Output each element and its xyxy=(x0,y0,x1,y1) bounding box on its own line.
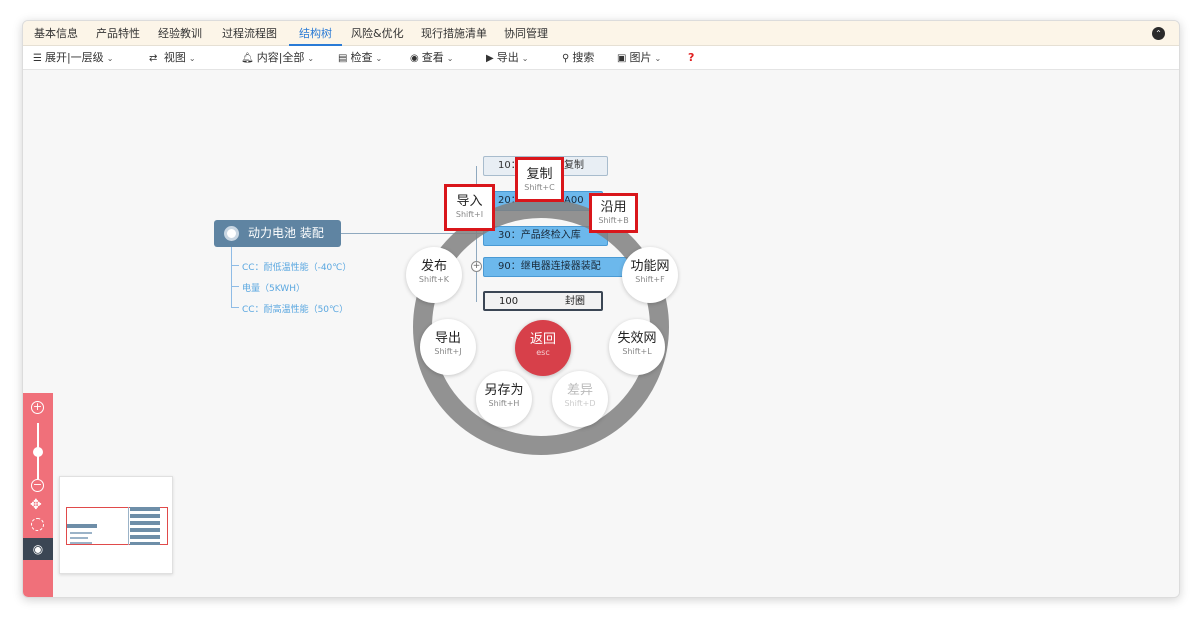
swap-icon: ⇄ xyxy=(149,53,158,64)
tab-bar: 基本信息 产品特性 经验教训 过程流程图 结构树 风险&优化 现行措施清单 协同… xyxy=(23,21,1179,46)
zoom-bar: + − ✥ ◉ xyxy=(23,393,53,597)
move-icon[interactable]: ✥ xyxy=(30,497,42,513)
fit-view-icon[interactable] xyxy=(31,518,44,531)
image-dropdown[interactable]: ▣图片⌄ xyxy=(617,51,662,64)
diff-button: 差异 Shift+D xyxy=(552,371,608,427)
look-dropdown[interactable]: ◉查看⌄ xyxy=(410,51,454,64)
chevron-down-icon: ⌄ xyxy=(654,54,662,63)
zoom-slider-handle[interactable] xyxy=(33,447,43,457)
back-button[interactable]: 返回 esc xyxy=(515,320,571,376)
minimap-viewport[interactable] xyxy=(66,507,168,545)
minimap-node xyxy=(70,537,88,539)
minimap-node xyxy=(130,521,160,525)
tab-basic-info[interactable]: 基本信息 xyxy=(34,27,78,40)
chevron-down-icon: ⌄ xyxy=(446,54,454,63)
reuse-button[interactable]: 沿用 Shift+B xyxy=(589,193,638,233)
minimap-connector xyxy=(128,507,129,545)
tab-risk-optimization[interactable]: 风险&优化 xyxy=(351,27,404,40)
expand-dropdown[interactable]: ☰展开|一层级⌄ xyxy=(33,51,114,64)
minimap-node xyxy=(130,535,160,539)
toolbar: ☰展开|一层级⌄ ⇄ 视图⌄ 🔔︎内容|全部⌄ ▤检查⌄ ◉查看⌄ ▶导出⌄ ⚲… xyxy=(23,46,1179,70)
search-button[interactable]: ⚲搜索 xyxy=(562,51,595,64)
tab-structure-tree[interactable]: 结构树 xyxy=(289,21,342,46)
export-button[interactable]: 导出 Shift+J xyxy=(420,319,476,375)
bell-icon: 🔔︎ xyxy=(241,53,254,64)
chevron-down-icon: ⌄ xyxy=(188,54,196,63)
help-button[interactable]: ? xyxy=(688,51,695,64)
app-window: 基本信息 产品特性 经验教训 过程流程图 结构树 风险&优化 现行措施清单 协同… xyxy=(22,20,1180,598)
save-as-button[interactable]: 另存为 Shift+H xyxy=(476,371,532,427)
connector-line xyxy=(231,286,239,287)
root-node-label: 动力电池 装配 xyxy=(248,226,324,240)
publish-button[interactable]: 发布 Shift+K xyxy=(406,247,462,303)
export-dropdown[interactable]: ▶导出⌄ xyxy=(486,51,529,64)
connector-line xyxy=(341,233,483,234)
minimap-node xyxy=(70,542,92,544)
clipboard-icon: ▤ xyxy=(338,53,348,64)
minimap-node xyxy=(67,524,97,528)
mindmap-canvas[interactable]: 动力电池 装配 CC：耐低温性能（-40℃） 电量（5KWH） CC：耐高温性能… xyxy=(23,70,1179,597)
minimap-node xyxy=(130,528,160,532)
image-icon: ▣ xyxy=(617,53,627,64)
search-icon: ⚲ xyxy=(562,53,570,64)
file-export-icon: ▶ xyxy=(486,53,494,64)
minimap-node xyxy=(70,532,92,534)
view-dropdown[interactable]: ⇄ 视图⌄ xyxy=(149,51,196,64)
list-icon: ☰ xyxy=(33,53,42,64)
check-dropdown[interactable]: ▤检查⌄ xyxy=(338,51,383,64)
tab-current-measures[interactable]: 现行措施清单 xyxy=(421,27,487,40)
connector-line xyxy=(231,265,239,266)
eye-icon[interactable]: ◉ xyxy=(23,538,53,560)
attribute-item[interactable]: CC：耐低温性能（-40℃） xyxy=(242,263,352,273)
failure-net-button[interactable]: 失效网 Shift+L xyxy=(609,319,665,375)
node-circle-icon xyxy=(224,226,239,241)
connector-line xyxy=(231,247,232,308)
zoom-out-icon[interactable]: − xyxy=(31,478,44,492)
function-net-button[interactable]: 功能网 Shift+F xyxy=(622,247,678,303)
copy-button[interactable]: 复制 Shift+C xyxy=(515,157,564,202)
connector-line xyxy=(231,307,239,308)
minimap-node xyxy=(130,507,160,511)
zoom-in-icon[interactable]: + xyxy=(31,400,44,414)
content-dropdown[interactable]: 🔔︎内容|全部⌄ xyxy=(241,51,315,64)
eye-icon: ◉ xyxy=(410,53,419,64)
root-node[interactable]: 动力电池 装配 xyxy=(214,220,341,247)
chevron-down-icon: ⌄ xyxy=(106,54,114,63)
chevron-down-icon: ⌄ xyxy=(307,54,315,63)
tab-process-flow[interactable]: 过程流程图 xyxy=(222,27,277,40)
tab-product-features[interactable]: 产品特性 xyxy=(96,27,140,40)
tab-collaboration[interactable]: 协同管理 xyxy=(504,27,548,40)
minimap-node xyxy=(130,542,160,545)
minimap-node xyxy=(130,514,160,518)
chevron-down-icon: ⌄ xyxy=(521,54,529,63)
collapse-up-icon[interactable]: ⌃ xyxy=(1152,27,1165,40)
attribute-item[interactable]: 电量（5KWH） xyxy=(242,284,305,294)
import-button[interactable]: 导入 Shift+I xyxy=(444,184,495,231)
attribute-item[interactable]: CC：耐高温性能（50℃） xyxy=(242,305,349,315)
minimap[interactable] xyxy=(59,476,173,574)
tab-lessons-learned[interactable]: 经验教训 xyxy=(158,27,202,40)
chevron-down-icon: ⌄ xyxy=(375,54,383,63)
